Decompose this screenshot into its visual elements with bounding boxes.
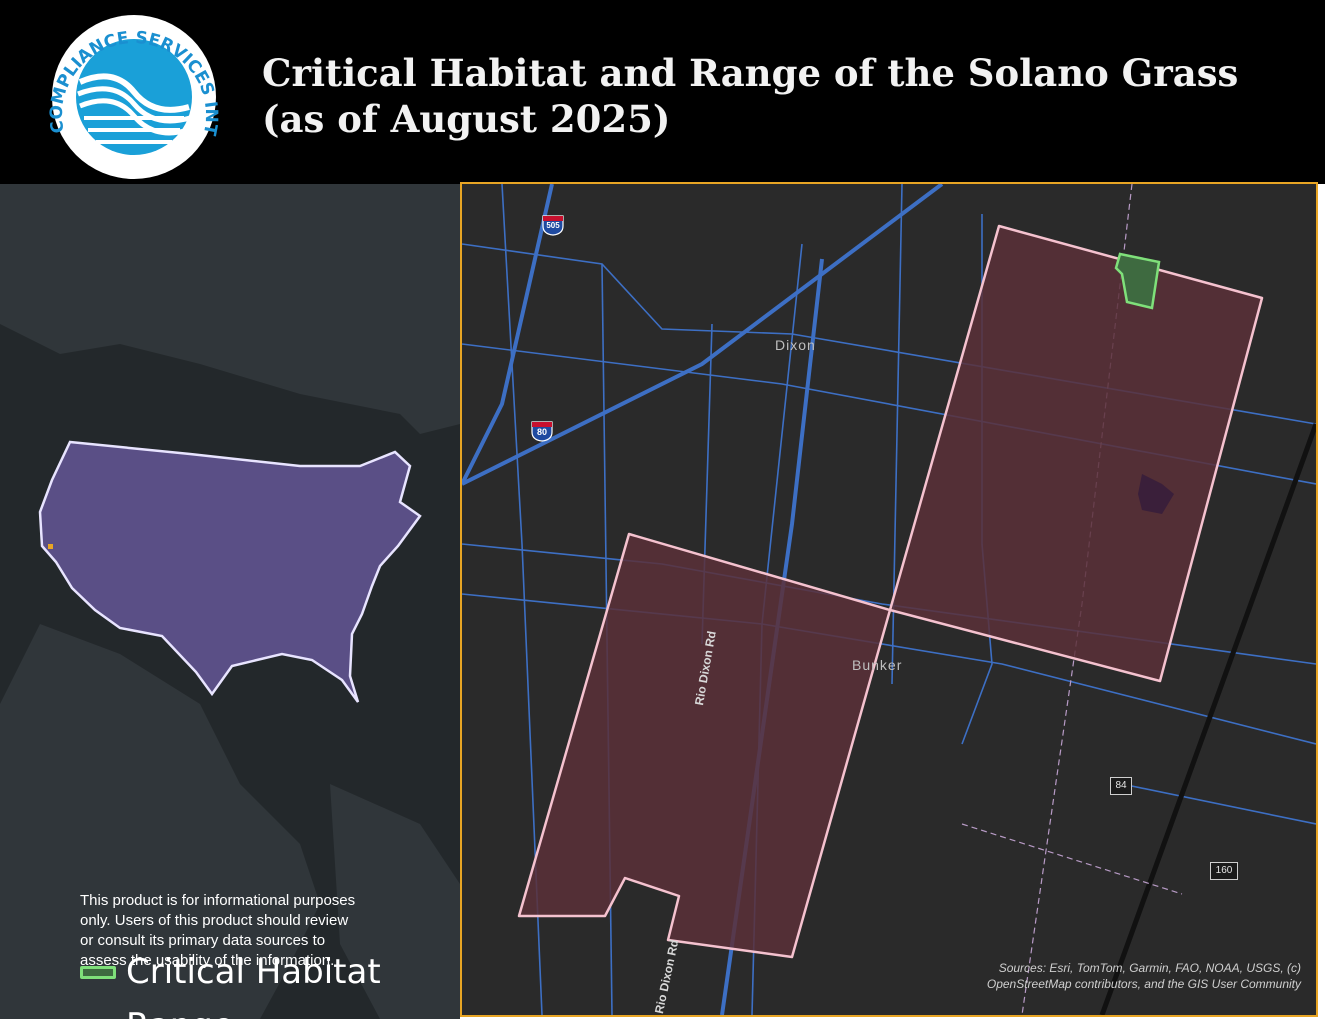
critical-habitat-polygon — [1114, 252, 1161, 310]
interstate-80-label: 80 — [536, 427, 547, 437]
locator-map — [0, 184, 460, 1019]
main-map — [462, 184, 1316, 1015]
interstate-80-shield: 80 — [531, 420, 553, 442]
locator-map-panel: Critical Habitat Range This product is f… — [0, 184, 460, 1019]
legend-label-range: Range — [126, 1006, 234, 1019]
header: COMPLIANCE SERVICES INTERNATIONAL Critic… — [0, 0, 1325, 184]
map-sources: Sources: Esri, TomTom, Garmin, FAO, NOAA… — [986, 961, 1301, 991]
critical-habitat-swatch — [80, 965, 116, 979]
study-area-marker — [48, 544, 53, 549]
legend-label-critical-habitat: Critical Habitat — [126, 952, 381, 992]
range-polygon — [517, 224, 1264, 959]
main-map-frame: Dixon Bunker Rio Dixon Rd Rio Dixon Rd 5… — [460, 182, 1318, 1017]
us-outline — [38, 440, 422, 703]
place-label-dixon: Dixon — [775, 337, 816, 353]
company-logo: COMPLIANCE SERVICES INTERNATIONAL — [44, 12, 221, 179]
legend-item-critical-habitat: Critical Habitat — [80, 952, 381, 992]
map-title: Critical Habitat and Range of the Solano… — [262, 51, 1239, 141]
disclaimer-text: This product is for informational purpos… — [80, 892, 356, 969]
highway-160-shield: 160 — [1210, 862, 1238, 880]
interstate-505-label: 505 — [546, 221, 560, 230]
legend-item-range: Range — [80, 1006, 234, 1019]
place-label-bunker: Bunker — [852, 657, 903, 673]
highway-84-shield: 84 — [1110, 777, 1132, 795]
interstate-505-shield: 505 — [542, 214, 564, 236]
